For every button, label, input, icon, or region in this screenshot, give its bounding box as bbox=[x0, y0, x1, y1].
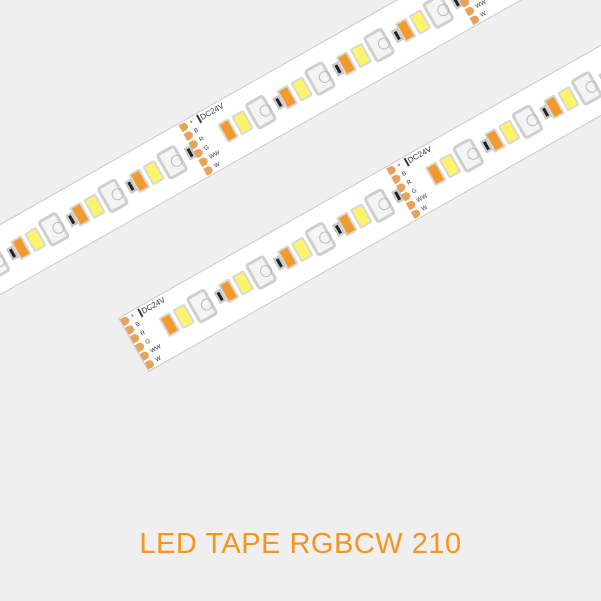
pin-label: WW bbox=[415, 193, 429, 205]
pin-label: R bbox=[139, 329, 147, 338]
pin-label: W bbox=[213, 161, 222, 170]
pin-label: B bbox=[401, 170, 408, 178]
pin-label: WW bbox=[208, 149, 222, 161]
pin-label: W bbox=[420, 204, 429, 213]
pin-label: B bbox=[134, 321, 142, 329]
pin-label: W bbox=[154, 355, 163, 364]
copper-pad bbox=[144, 358, 156, 370]
pin-label: G bbox=[203, 144, 211, 153]
pin-label: + bbox=[129, 312, 136, 320]
pin-label: R bbox=[406, 179, 413, 187]
pin-label: + bbox=[396, 162, 403, 170]
product-title: LED TAPE RGBCW 210 bbox=[139, 528, 462, 560]
pin-label: G bbox=[411, 187, 419, 196]
pin-label: WW bbox=[149, 343, 163, 355]
pin-label: G bbox=[470, 0, 478, 2]
pin-label: G bbox=[144, 338, 152, 347]
pin-label: R bbox=[198, 136, 206, 144]
pin-label: B bbox=[193, 127, 201, 135]
pin-label: W bbox=[479, 10, 488, 19]
pin-label: + bbox=[188, 119, 195, 126]
pin-label: WW bbox=[474, 0, 488, 11]
